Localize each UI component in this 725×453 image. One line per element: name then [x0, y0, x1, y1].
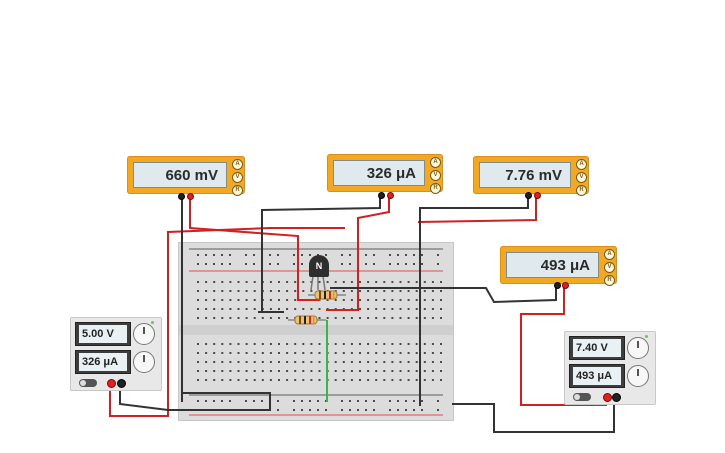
status-led [645, 335, 648, 338]
probe-red[interactable] [387, 192, 394, 199]
probe-red[interactable] [534, 192, 541, 199]
multimeter-reading: 7.76 mV [505, 166, 562, 184]
probe-black[interactable] [378, 192, 385, 199]
probe-red[interactable] [187, 193, 194, 200]
multimeter-display: 7.76 mV [479, 162, 571, 188]
red-wire[interactable] [109, 227, 345, 417]
red-wire[interactable] [326, 194, 390, 311]
black-wire[interactable] [330, 284, 557, 304]
power-switch[interactable] [573, 393, 591, 401]
power-supply-right[interactable]: 7.40 V 493 μA [564, 331, 656, 405]
current-dial[interactable] [627, 365, 649, 387]
breadboard-center-channel [179, 325, 453, 335]
status-led [151, 321, 154, 324]
probe-black[interactable] [525, 192, 532, 199]
current-readout: 326 μA [75, 350, 131, 374]
current-dial[interactable] [133, 351, 155, 373]
multimeter-display: 660 mV [133, 162, 227, 188]
black-wire[interactable] [261, 194, 381, 312]
multimeter-voltage-1[interactable]: 660 mV A V R [127, 156, 245, 200]
red-wire[interactable] [417, 194, 537, 223]
black-wire[interactable] [419, 194, 529, 406]
multimeter-display: 493 μA [506, 252, 599, 278]
voltage-readout: 5.00 V [75, 322, 131, 346]
mode-volts-button[interactable]: V [430, 170, 441, 181]
black-wire[interactable] [452, 398, 615, 433]
mode-ohms-button[interactable]: R [604, 275, 615, 286]
negative-terminal[interactable] [117, 379, 126, 388]
voltage-dial[interactable] [627, 337, 649, 359]
multimeter-reading: 493 μA [540, 256, 590, 274]
positive-terminal[interactable] [603, 393, 612, 402]
mode-volts-button[interactable]: V [604, 262, 615, 273]
current-readout: 493 μA [569, 364, 625, 388]
transistor-label: N [315, 261, 323, 271]
multimeter-voltage-2[interactable]: 7.76 mV A V R [473, 156, 589, 199]
multimeter-current-1[interactable]: 326 μA A V R [327, 154, 443, 199]
mode-amps-button[interactable]: A [576, 159, 587, 170]
mode-ohms-button[interactable]: R [430, 183, 441, 194]
transistor[interactable]: N [309, 255, 329, 277]
multimeter-display: 326 μA [333, 160, 425, 186]
probe-red[interactable] [562, 282, 569, 289]
black-wire[interactable] [119, 387, 271, 411]
negative-terminal[interactable] [612, 393, 621, 402]
positive-terminal[interactable] [107, 379, 116, 388]
multimeter-current-2[interactable]: 493 μA A V R [500, 246, 617, 289]
probe-black[interactable] [178, 193, 185, 200]
power-switch[interactable] [79, 379, 97, 387]
probe-black[interactable] [554, 282, 561, 289]
power-supply-left[interactable]: 5.00 V 326 μA [70, 317, 162, 391]
mode-ohms-button[interactable]: R [232, 185, 243, 196]
mode-amps-button[interactable]: A [604, 249, 615, 260]
breadboard-holes [189, 248, 443, 416]
mode-ohms-button[interactable]: R [576, 185, 587, 196]
mode-amps-button[interactable]: A [232, 159, 243, 170]
voltage-dial[interactable] [133, 323, 155, 345]
resistor[interactable] [288, 315, 326, 325]
multimeter-reading: 660 mV [165, 166, 218, 184]
resistor[interactable] [308, 290, 346, 300]
red-wire[interactable] [189, 194, 320, 301]
voltage-readout: 7.40 V [569, 336, 625, 360]
mode-amps-button[interactable]: A [430, 157, 441, 168]
mode-volts-button[interactable]: V [232, 172, 243, 183]
mode-volts-button[interactable]: V [576, 172, 587, 183]
multimeter-reading: 326 μA [366, 164, 416, 182]
